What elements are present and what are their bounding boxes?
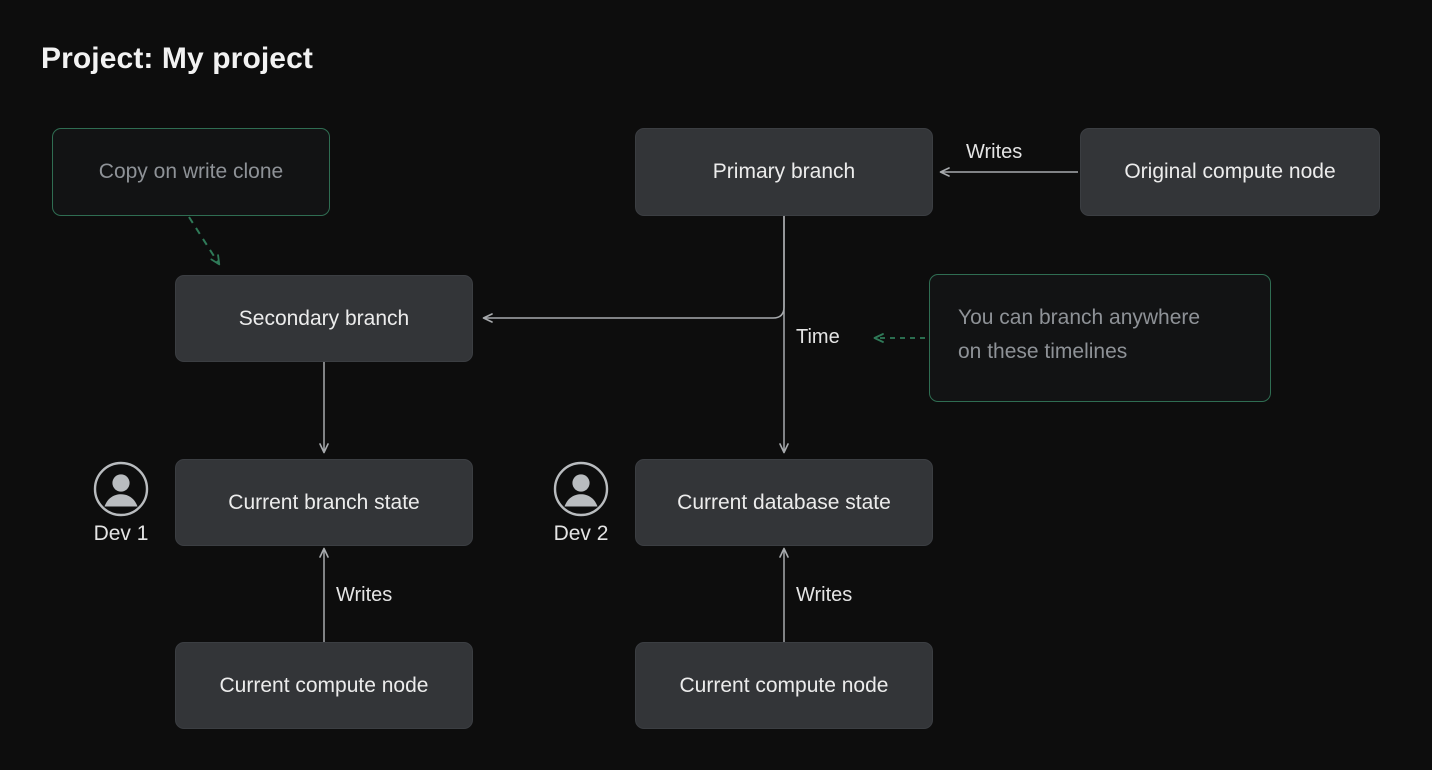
node-label: Current compute node — [679, 673, 889, 697]
developer-dev-2: Dev 2 — [553, 461, 609, 546]
node-label: Copy on write clone — [98, 160, 284, 183]
node-original-compute-node[interactable]: Original compute node — [1080, 128, 1380, 216]
developer-name: Dev 2 — [553, 522, 609, 545]
user-avatar-icon — [93, 461, 149, 517]
node-label: Current database state — [677, 490, 891, 514]
edge-primary-to-secondary — [482, 215, 785, 323]
user-avatar-icon — [553, 461, 609, 517]
node-label: Current branch state — [228, 490, 420, 514]
node-copy-on-write-clone[interactable]: Copy on write clone — [52, 128, 330, 216]
note-line-2: on these timelines — [958, 340, 1128, 363]
note-line-1: You can branch anywhere — [958, 306, 1201, 329]
node-label: Original compute node — [1124, 160, 1336, 183]
page-title: Project: My project — [41, 42, 313, 75]
node-label: Primary branch — [712, 160, 856, 183]
node-label: Current compute node — [219, 673, 429, 697]
developer-dev-1: Dev 1 — [93, 461, 149, 546]
edge-label-time: Time — [796, 326, 840, 348]
node-current-compute-node-right[interactable]: Current compute node — [635, 642, 933, 729]
edge-cow-clone-to-secondary — [188, 216, 221, 266]
node-current-compute-node-left[interactable]: Current compute node — [175, 642, 473, 729]
edge-label-writes-right: Writes — [796, 584, 853, 606]
node-current-branch-state[interactable]: Current branch state — [175, 459, 473, 546]
node-current-database-state[interactable]: Current database state — [635, 459, 933, 546]
node-primary-branch[interactable]: Primary branch — [635, 128, 933, 216]
node-label: Secondary branch — [238, 306, 410, 330]
node-secondary-branch[interactable]: Secondary branch — [175, 275, 473, 362]
node-branch-anywhere-note[interactable]: You can branch anywhere on these timelin… — [929, 274, 1271, 402]
developer-name: Dev 1 — [93, 522, 149, 545]
edge-label-writes-left: Writes — [336, 584, 393, 606]
edge-label-writes-top: Writes — [966, 141, 1023, 163]
